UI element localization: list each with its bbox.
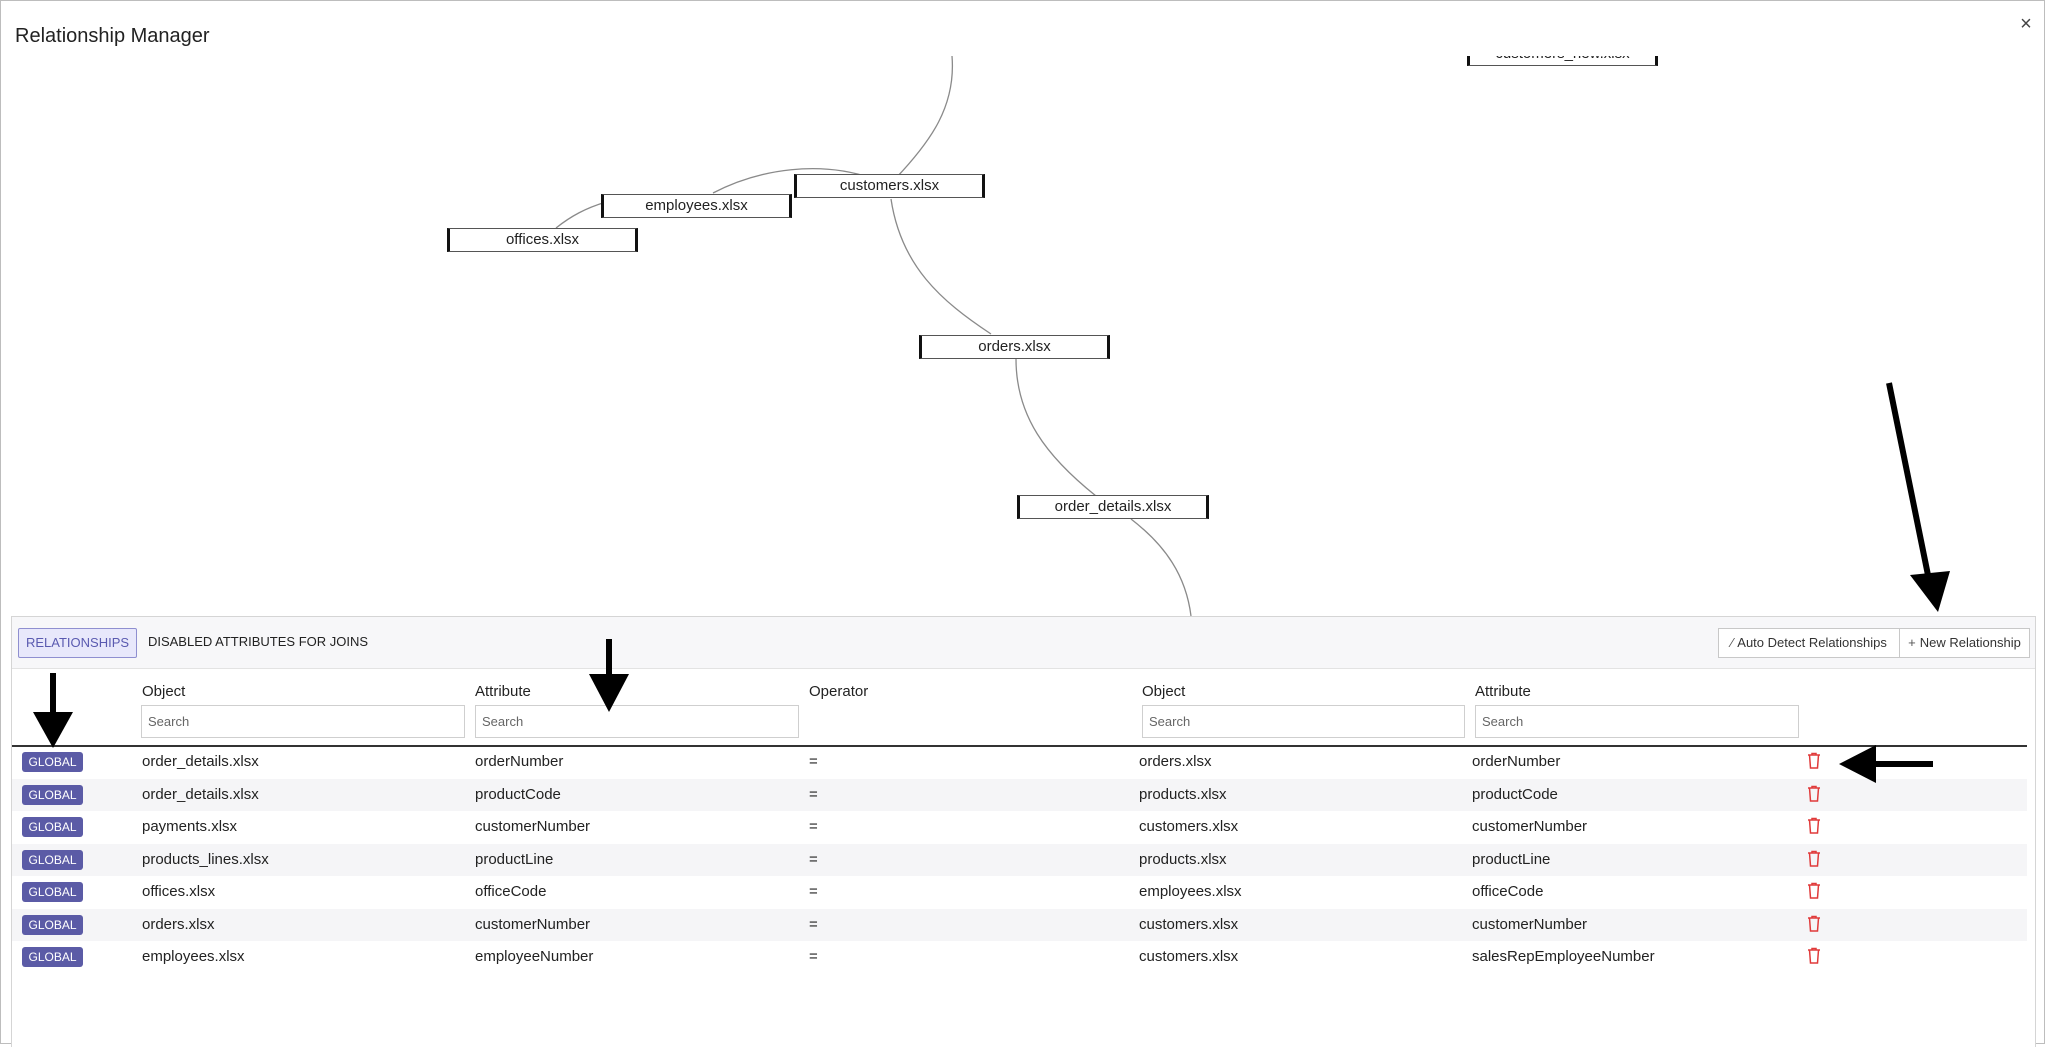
header-operator: Operator — [809, 683, 869, 700]
relationships-panel: RELATIONSHIPS DISABLED ATTRIBUTES FOR JO… — [11, 616, 2036, 1047]
cell-object-2: customers.xlsx — [1139, 915, 1239, 933]
table-row[interactable]: GLOBAL order_details.xlsx productCode = prod… — [12, 778, 2027, 811]
cell-operator: = — [809, 785, 818, 803]
cell-object-1: orders.xlsx — [142, 915, 215, 933]
header-object-2: Object — [1142, 683, 1186, 700]
node-order-details[interactable]: order_details.xlsx — [1017, 495, 1209, 519]
delete-icon[interactable] — [1805, 784, 1823, 804]
tab-disabled-attributes[interactable]: DISABLED ATTRIBUTES FOR JOINS — [147, 634, 369, 649]
global-badge: GLOBAL — [22, 882, 83, 902]
cell-object-2: products.xlsx — [1139, 850, 1227, 868]
table-row[interactable]: GLOBAL offices.xlsx officeCode = employees.x… — [12, 876, 2027, 908]
cell-attribute-2: salesRepEmployeeNumber — [1472, 948, 1655, 965]
cell-attribute-2: customerNumber — [1472, 915, 1588, 933]
delete-icon[interactable] — [1805, 816, 1823, 836]
cell-attribute-1: employeeNumber — [475, 948, 594, 965]
cell-attribute-1: officeCode — [475, 883, 547, 900]
node-employees[interactable]: employees.xlsx — [601, 194, 792, 218]
edge-customers-orders — [890, 198, 992, 335]
edge-orders-orderdetails — [1015, 358, 1097, 497]
auto-detect-label: Auto Detect Relationships — [1737, 635, 1887, 650]
node-orders[interactable]: orders.xlsx — [919, 335, 1110, 359]
plus-icon: + — [1908, 635, 1916, 650]
relationship-graph[interactable]: customers_new.xlsx customers.xlsx employ… — [1, 56, 2047, 616]
table-row[interactable]: GLOBAL products_lines.xlsx productLine = pro… — [12, 843, 2027, 876]
search-attribute-2[interactable] — [1475, 705, 1799, 738]
cell-attribute-2: productCode — [1472, 785, 1558, 803]
cell-operator: = — [809, 818, 818, 835]
cell-attribute-1: productCode — [475, 785, 561, 803]
cell-operator: = — [809, 753, 818, 770]
close-icon[interactable]: × — [2020, 13, 2032, 35]
cell-attribute-2: orderNumber — [1472, 753, 1561, 770]
cell-object-2: products.xlsx — [1139, 785, 1227, 803]
cell-object-2: orders.xlsx — [1139, 753, 1212, 770]
global-badge: GLOBAL — [22, 752, 83, 772]
cell-attribute-2: officeCode — [1472, 883, 1544, 900]
node-customers[interactable]: customers.xlsx — [794, 174, 985, 198]
header-object-1: Object — [142, 683, 186, 700]
search-object-2[interactable] — [1142, 705, 1465, 738]
edge-employees-customers — [712, 168, 872, 194]
cell-operator: = — [809, 915, 818, 933]
delete-icon[interactable] — [1805, 914, 1823, 934]
delete-icon[interactable] — [1805, 849, 1823, 869]
header-attribute-2: Attribute — [1475, 683, 1531, 700]
cell-object-2: customers.xlsx — [1139, 818, 1239, 835]
cell-object-1: order_details.xlsx — [142, 785, 259, 803]
search-object-1[interactable] — [141, 705, 465, 738]
cell-object-1: products_lines.xlsx — [142, 850, 269, 868]
search-attribute-1[interactable] — [475, 705, 799, 738]
cell-object-1: payments.xlsx — [142, 818, 238, 835]
window-title: Relationship Manager — [15, 25, 210, 47]
cell-attribute-2: customerNumber — [1472, 818, 1588, 835]
global-badge: GLOBAL — [22, 849, 83, 870]
cell-operator: = — [809, 948, 818, 965]
table-row[interactable]: GLOBAL orders.xlsx customerNumber = customer… — [12, 908, 2027, 941]
table-row[interactable]: GLOBAL payments.xlsx customerNumber = custom… — [12, 811, 2027, 843]
delete-icon[interactable] — [1805, 946, 1823, 966]
cell-object-1: offices.xlsx — [142, 883, 216, 900]
auto-detect-button[interactable]: ⁄Auto Detect Relationships — [1718, 628, 1900, 658]
tab-relationships[interactable]: RELATIONSHIPS — [18, 628, 137, 658]
cell-operator: = — [809, 850, 818, 868]
cell-object-2: customers.xlsx — [1139, 948, 1239, 965]
global-badge: GLOBAL — [22, 784, 83, 805]
node-offices[interactable]: offices.xlsx — [447, 228, 638, 252]
new-relationship-button[interactable]: +New Relationship — [1899, 628, 2030, 658]
cell-attribute-1: productLine — [475, 850, 554, 868]
header-separator — [12, 745, 2027, 747]
panel-toolbar: RELATIONSHIPS DISABLED ATTRIBUTES FOR JO… — [12, 617, 2035, 669]
node-customers-new[interactable]: customers_new.xlsx — [1467, 56, 1658, 66]
global-badge: GLOBAL — [22, 914, 83, 935]
cell-object-1: employees.xlsx — [142, 948, 245, 965]
cell-attribute-1: orderNumber — [475, 753, 564, 770]
global-badge: GLOBAL — [22, 817, 83, 837]
table-row[interactable]: GLOBAL order_details.xlsx orderNumber = orde… — [12, 746, 2027, 778]
cell-object-2: employees.xlsx — [1139, 883, 1242, 900]
cell-operator: = — [809, 883, 818, 900]
graph-edges — [555, 56, 1192, 616]
edge-offices-employees — [555, 201, 607, 229]
magic-wand-icon: ⁄ — [1731, 635, 1734, 650]
cell-attribute-1: customerNumber — [475, 818, 591, 835]
cell-attribute-1: customerNumber — [475, 915, 591, 933]
new-relationship-label: New Relationship — [1919, 635, 2021, 650]
table-row[interactable]: GLOBAL employees.xlsx employeeNumber = custo… — [12, 941, 2027, 973]
edge-customers-top — [895, 56, 954, 179]
cell-attribute-2: productLine — [1472, 850, 1551, 868]
delete-icon[interactable] — [1805, 751, 1823, 771]
edge-orderdetails-bottom — [1130, 518, 1192, 616]
cell-object-1: order_details.xlsx — [142, 753, 259, 770]
delete-icon[interactable] — [1805, 881, 1823, 901]
header-attribute-1: Attribute — [475, 683, 531, 700]
global-badge: GLOBAL — [22, 947, 83, 967]
